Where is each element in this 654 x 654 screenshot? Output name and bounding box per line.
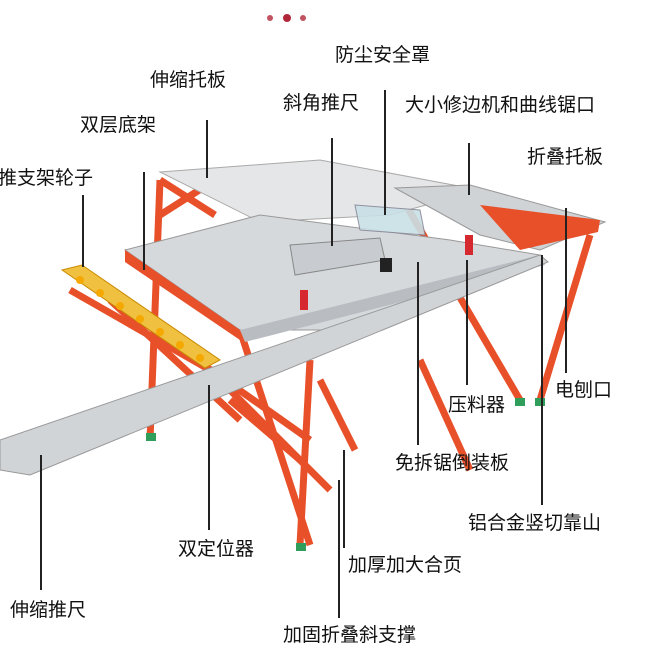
leader-line bbox=[541, 255, 543, 505]
leader-line bbox=[343, 450, 345, 548]
label-aluminum-fence: 铝合金竖切靠山 bbox=[468, 512, 602, 534]
leader-line bbox=[143, 172, 145, 270]
leader-line bbox=[565, 208, 567, 373]
leader-line bbox=[40, 455, 42, 590]
carousel-dot[interactable] bbox=[300, 15, 306, 21]
dust-guard bbox=[354, 204, 426, 236]
label-miter-gauge: 斜角推尺 bbox=[283, 92, 360, 114]
label-telescopic-push-ruler: 伸缩推尺 bbox=[10, 599, 87, 621]
telescopic-push-rail bbox=[0, 254, 549, 476]
label-double-base: 双层底架 bbox=[80, 114, 157, 136]
label-telescopic-support: 伸缩托板 bbox=[150, 69, 227, 91]
label-dust-guard: 防尘安全罩 bbox=[335, 44, 431, 66]
leader-line bbox=[206, 120, 208, 178]
leader-line bbox=[468, 143, 470, 195]
label-thick-hinge: 加厚加大合页 bbox=[348, 554, 463, 576]
label-planer-port: 电刨口 bbox=[555, 379, 613, 401]
label-folding-brace: 加固折叠斜支撑 bbox=[283, 624, 417, 646]
carousel-dot[interactable] bbox=[267, 15, 273, 21]
leader-line bbox=[338, 480, 340, 618]
label-folding-support: 折叠托板 bbox=[527, 146, 604, 168]
leader-line bbox=[384, 90, 386, 215]
leader-line bbox=[331, 138, 333, 246]
carousel-dot-active[interactable] bbox=[283, 14, 291, 22]
label-double-locator: 双定位器 bbox=[178, 538, 255, 560]
leader-line bbox=[208, 385, 210, 530]
feet bbox=[146, 398, 545, 551]
label-inverted-saw-plate: 免拆锯倒装板 bbox=[395, 452, 510, 474]
label-trimmer-jigsaw-port: 大小修边机和曲线锯口 bbox=[405, 94, 596, 116]
rollers bbox=[76, 276, 204, 362]
leader-line bbox=[82, 195, 84, 267]
label-push-wheels: 推支架轮子 bbox=[0, 167, 94, 189]
label-clamp: 压料器 bbox=[448, 394, 506, 416]
leader-line bbox=[466, 260, 468, 385]
leader-line bbox=[417, 262, 419, 445]
